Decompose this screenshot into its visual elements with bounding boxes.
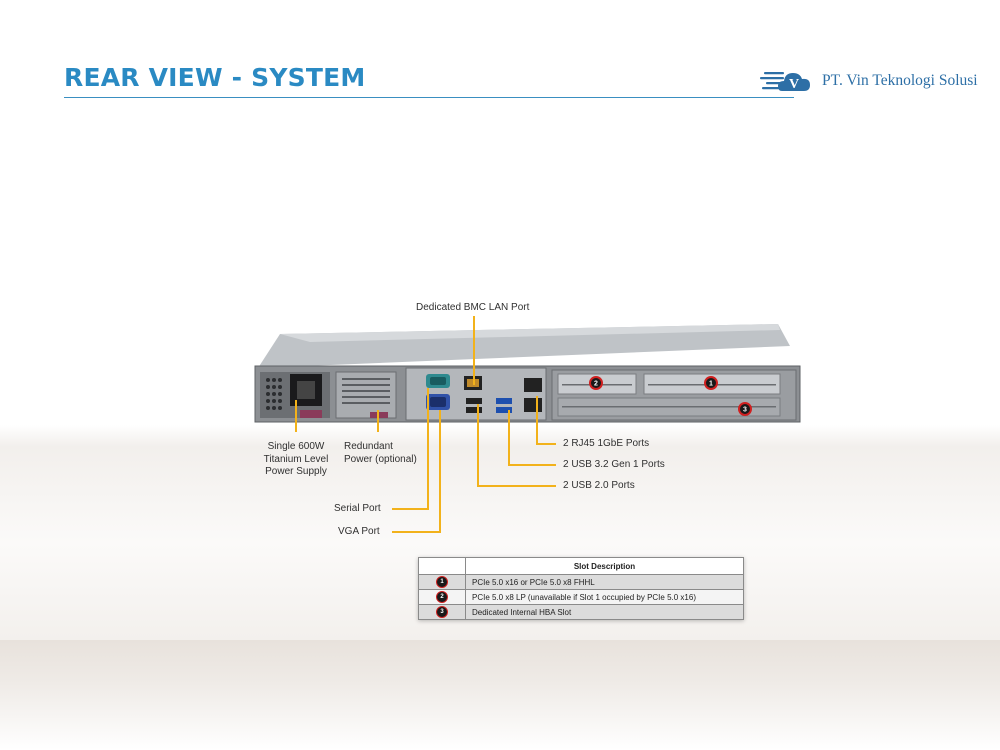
serial-callout-line: [392, 388, 429, 510]
table-header-row: Slot Description: [418, 557, 744, 575]
table-header-blank: [418, 557, 466, 575]
slot-number-cell: 2: [418, 589, 466, 605]
redundant-label-line-2: Power (optional): [344, 453, 417, 465]
title-underline: [64, 97, 794, 98]
cloud-logo-icon: V: [760, 72, 810, 92]
slot-badge-number: 3: [743, 407, 747, 414]
usb2-callout-line: [477, 404, 556, 487]
usb3-callout-line: [508, 410, 556, 466]
slot-description-cell: Dedicated Internal HBA Slot: [465, 604, 744, 620]
slot-badge-marker: [589, 376, 603, 390]
server-rear-panel: 2 1 3: [254, 324, 801, 423]
psu-label-line-1: Single 600W: [267, 441, 325, 452]
table-row: 1 PCIe 5.0 x16 or PCIe 5.0 x8 FHHL: [418, 574, 744, 590]
vga-port-label: VGA Port: [338, 526, 380, 537]
vga-callout-line: [392, 410, 441, 533]
slot-description-cell: PCIe 5.0 x16 or PCIe 5.0 x8 FHHL: [465, 574, 744, 590]
psu-label-line-3: Power Supply: [265, 466, 327, 477]
table-row: 2 PCIe 5.0 x8 LP (unavailable if Slot 1 …: [418, 589, 744, 605]
slot-badges: 2 1 3: [589, 376, 752, 416]
slot-description-table: Slot Description 1 PCIe 5.0 x16 or PCIe …: [418, 557, 744, 620]
table-row: 3 Dedicated Internal HBA Slot: [418, 604, 744, 620]
slot-badge-marker: [704, 376, 718, 390]
company-name: PT. Vin Teknologi Solusi: [822, 72, 978, 89]
slot-badge-marker: [738, 402, 752, 416]
serial-port-label: Serial Port: [334, 503, 381, 514]
redundant-power-label: Redundant Power (optional): [344, 441, 417, 466]
slot-badge: 2: [436, 591, 448, 603]
slot-badge: 3: [436, 606, 448, 618]
background-floor: [0, 640, 1000, 750]
slot-badge: 1: [436, 576, 448, 588]
rj45-callout-line: [536, 396, 556, 445]
redundant-label-line-1: Redundant: [344, 441, 393, 452]
page-title: REAR VIEW - SYSTEM: [64, 63, 366, 92]
bmc-port-label: Dedicated BMC LAN Port: [416, 302, 530, 313]
rj45-label: 2 RJ45 1GbE Ports: [563, 438, 650, 449]
usb2-label: 2 USB 2.0 Ports: [563, 480, 635, 491]
psu-label-line-2: Titanium Level: [263, 453, 329, 465]
slot-number-cell: 3: [418, 604, 466, 620]
psu-label: Single 600W Titanium Level Power Supply: [258, 441, 334, 479]
slot-description-cell: PCIe 5.0 x8 LP (unavailable if Slot 1 oc…: [465, 589, 744, 605]
logo-letter: V: [789, 77, 799, 92]
slot-badge-number: 2: [594, 381, 598, 388]
table-header-title: Slot Description: [465, 557, 744, 575]
usb3-label: 2 USB 3.2 Gen 1 Ports: [563, 459, 665, 470]
slot-number-cell: 1: [418, 574, 466, 590]
slot-badge-number: 1: [709, 381, 713, 388]
